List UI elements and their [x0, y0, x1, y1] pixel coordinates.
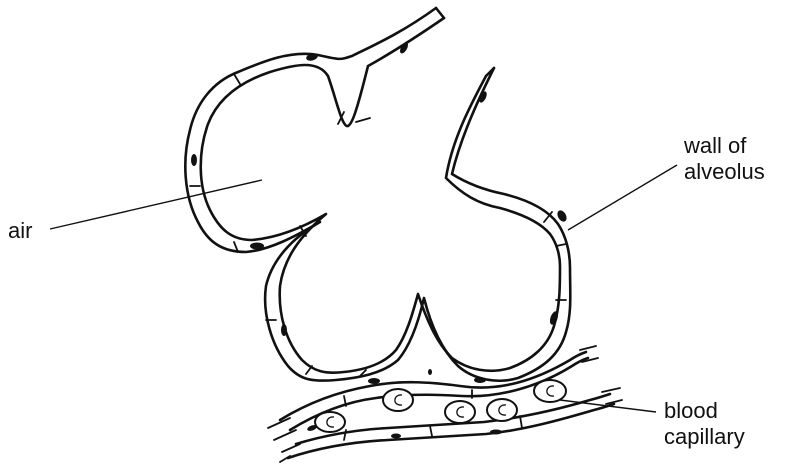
- cell-junctions: [190, 74, 566, 376]
- capillary-cut-ends: [268, 346, 622, 462]
- leader-line-wall: [568, 165, 677, 230]
- label-blood-line1: blood: [664, 398, 745, 424]
- label-wall-line1: wall of: [684, 133, 765, 159]
- label-air: air: [8, 218, 32, 244]
- label-blood-line2: capillary: [664, 424, 745, 450]
- label-air-text: air: [8, 218, 32, 243]
- label-wall-of-alveolus: wall of alveolus: [684, 133, 765, 185]
- label-wall-line2: alveolus: [684, 159, 765, 185]
- leader-line-capillary: [560, 400, 656, 412]
- alveolus-wall-outer: [185, 8, 570, 381]
- wall-end-top: [436, 8, 444, 18]
- label-blood-capillary: blood capillary: [664, 398, 745, 450]
- leader-line-air: [50, 180, 262, 229]
